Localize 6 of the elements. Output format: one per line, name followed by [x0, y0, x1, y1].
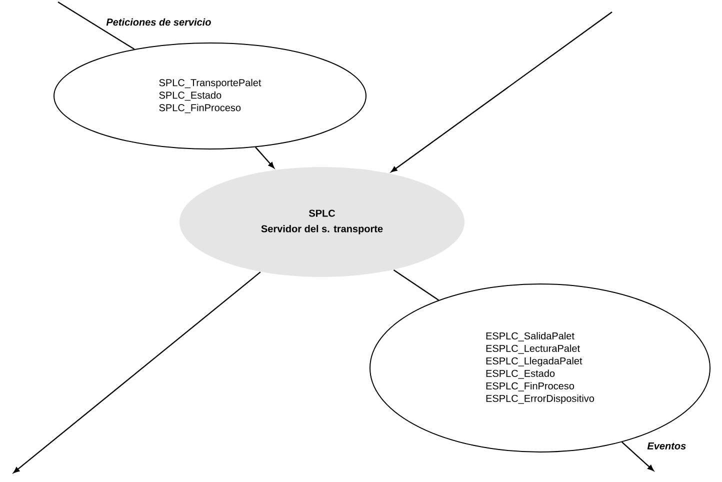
- edge-label: Eventos: [646, 442, 688, 450]
- arrow: [255, 146, 274, 168]
- arrow: [13, 272, 261, 474]
- edge-label: Peticiones de servicio: [105, 17, 212, 27]
- arrow: [622, 442, 654, 471]
- arrow: [390, 12, 612, 172]
